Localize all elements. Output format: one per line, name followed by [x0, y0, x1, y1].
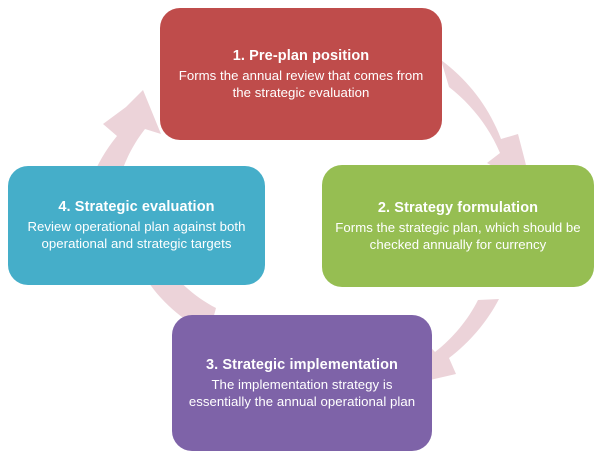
cycle-node-strategy-formulation[interactable]: 2. Strategy formulation Forms the strate…	[322, 165, 594, 287]
cycle-node-title: 4. Strategic evaluation	[58, 199, 215, 216]
cycle-node-title: 3. Strategic implementation	[205, 356, 399, 373]
cycle-node-title: 2. Strategy formulation	[377, 199, 539, 216]
cycle-node-pre-plan-position[interactable]: 1. Pre-plan position Forms the annual re…	[160, 8, 442, 140]
cycle-node-description: Forms the annual review that comes from …	[178, 67, 424, 100]
cycle-node-description: Forms the strategic plan, which should b…	[335, 219, 581, 252]
cycle-node-description: The implementation strategy is essential…	[188, 376, 416, 409]
arrow-1-to-2-icon	[441, 60, 531, 187]
cycle-node-title: 1. Pre-plan position	[232, 47, 370, 64]
cycle-node-strategic-implementation[interactable]: 3. Strategic implementation The implemen…	[172, 315, 432, 451]
cycle-node-description: Review operational plan against both ope…	[27, 219, 246, 252]
cycle-node-strategic-evaluation[interactable]: 4. Strategic evaluation Review operation…	[8, 166, 265, 285]
